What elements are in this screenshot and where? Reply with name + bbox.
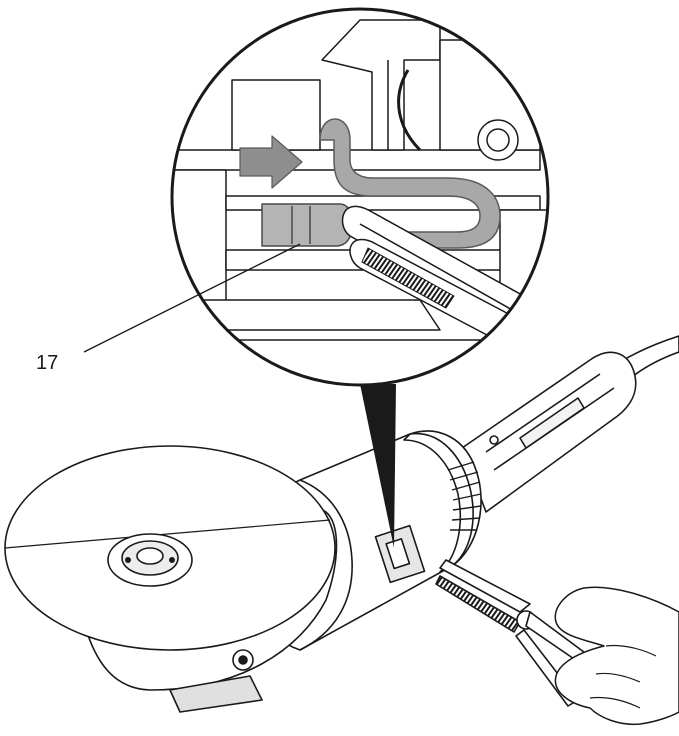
carbon-brush-lines	[291, 206, 311, 244]
power-cable	[619, 335, 679, 381]
hand-outline	[554, 586, 679, 726]
detail-border	[170, 7, 550, 387]
trigger-switch	[519, 397, 585, 449]
clip-lever	[321, 19, 441, 151]
plier-jaw-detail-upper	[341, 205, 548, 343]
brush-spring-highlight	[319, 118, 501, 249]
hand	[554, 586, 679, 726]
retaining-screw-inner	[486, 128, 510, 152]
finger-lines	[589, 644, 657, 709]
cooling-fins	[447, 461, 482, 531]
guard-clamp	[169, 675, 263, 713]
magnifier-pointer	[360, 384, 396, 548]
magnified-detail	[170, 7, 550, 387]
handle-screw	[489, 435, 499, 445]
spindle-lock-core	[238, 655, 248, 665]
plier-jaw-upper	[439, 559, 531, 613]
nut-hole-1	[125, 556, 132, 563]
top-bracket	[231, 79, 321, 151]
plier-jaw-edge	[359, 223, 531, 321]
spindle-nut	[136, 547, 164, 565]
carbon-brush	[261, 203, 353, 247]
side-housing-lower	[499, 209, 548, 301]
nut-hole-2	[169, 556, 176, 563]
housing-lower-wall	[195, 299, 441, 331]
callout-number-17: 17	[36, 352, 59, 374]
direction-arrow	[239, 135, 303, 189]
gearbox-edge	[299, 479, 353, 651]
disc-cutline	[4, 519, 331, 549]
angle-grinder	[4, 335, 679, 713]
spring-wire	[397, 69, 422, 152]
callout-leader-line	[83, 243, 301, 353]
plier-serrations	[361, 247, 455, 309]
